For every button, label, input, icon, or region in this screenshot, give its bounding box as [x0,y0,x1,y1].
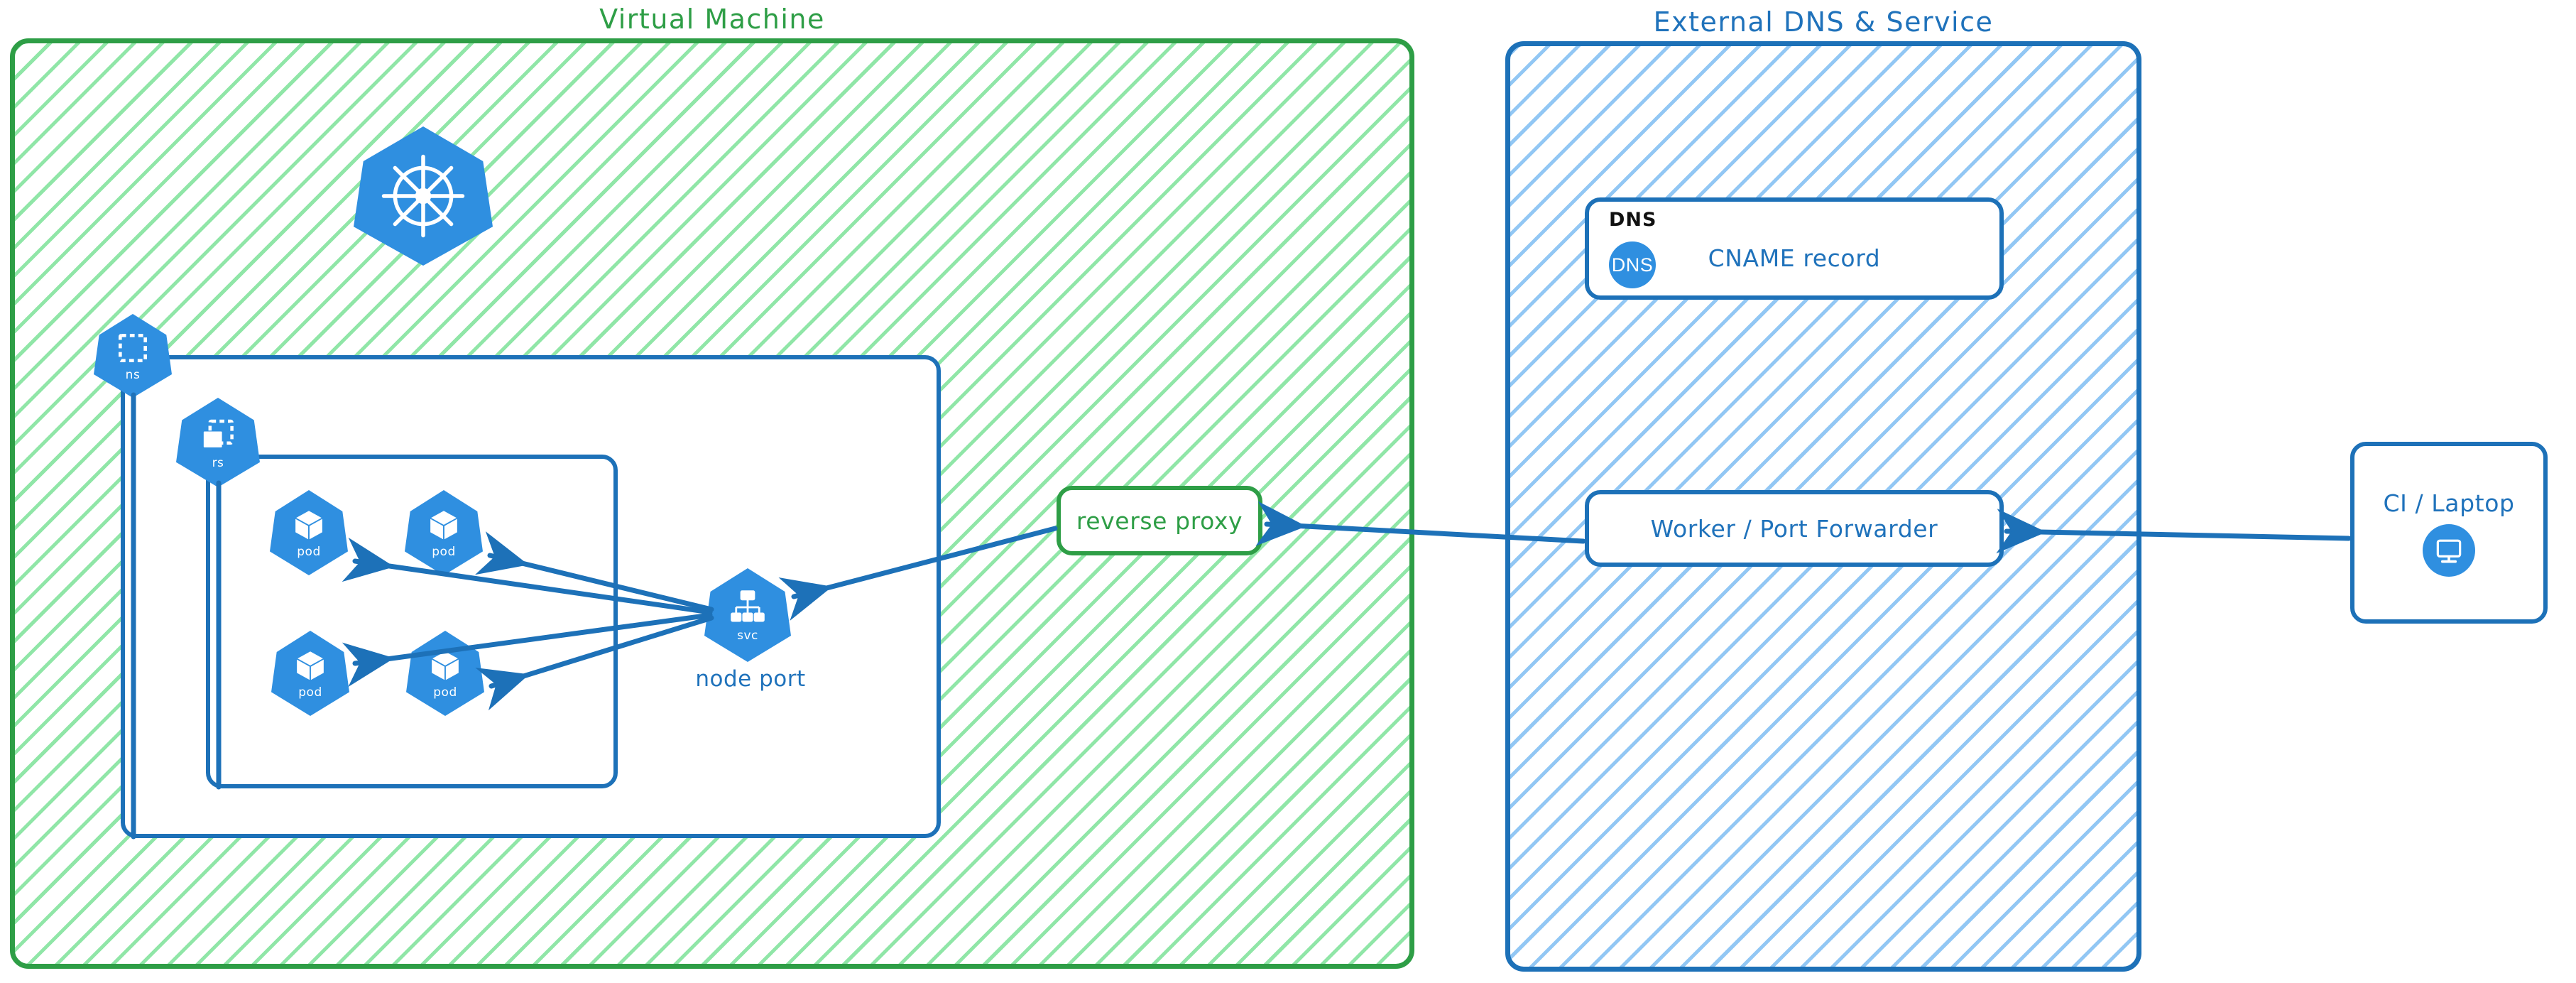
pod-node-3[interactable]: pod [271,631,349,716]
replicaset-node-caption: rs [212,456,224,470]
pod-node-2[interactable]: pod [405,490,483,575]
pod-node-4-caption: pod [433,685,457,700]
pod-node-3-caption: pod [298,685,322,700]
reverse-proxy-box[interactable]: reverse proxy [1057,486,1262,555]
service-node[interactable]: svc [704,568,791,662]
service-tree-icon: svc [704,568,791,662]
pod-node-4[interactable]: pod [406,631,484,716]
replicaset-node[interactable]: rs [176,398,260,487]
replicaset-icon: rs [176,398,260,487]
worker-port-forwarder-label: Worker / Port Forwarder [1650,514,1938,543]
group-external-dns-service-title: External DNS & Service [1653,6,1994,38]
pod-node-2-caption: pod [432,545,456,559]
dns-card-label: CNAME record [1708,244,1881,272]
dns-card[interactable]: DNS DNS CNAME record [1585,197,2004,300]
ci-laptop-label: CI / Laptop [2383,489,2515,517]
namespace-node[interactable]: ns [94,314,172,398]
pod-cube-icon: pod [406,631,484,716]
pod-cube-icon: pod [271,631,349,716]
pod-cube-icon: pod [270,490,348,575]
pod-node-1-caption: pod [297,545,321,559]
kubernetes-logo [354,126,493,266]
namespace-icon: ns [94,314,172,398]
worker-port-forwarder-box[interactable]: Worker / Port Forwarder [1585,490,2004,567]
pod-cube-icon: pod [405,490,483,575]
dns-badge-icon: DNS [1609,241,1656,288]
group-virtual-machine-title: Virtual Machine [599,4,825,35]
node-port-label: node port [695,666,806,692]
dns-card-tag: DNS [1609,209,1657,231]
pod-node-1[interactable]: pod [270,490,348,575]
kubernetes-wheel-icon [354,126,493,266]
ci-laptop-box[interactable]: CI / Laptop [2350,442,2548,624]
reverse-proxy-label: reverse proxy [1076,506,1243,535]
service-node-caption: svc [737,629,758,643]
desktop-monitor-icon [2423,523,2475,577]
namespace-node-caption: ns [125,368,141,382]
